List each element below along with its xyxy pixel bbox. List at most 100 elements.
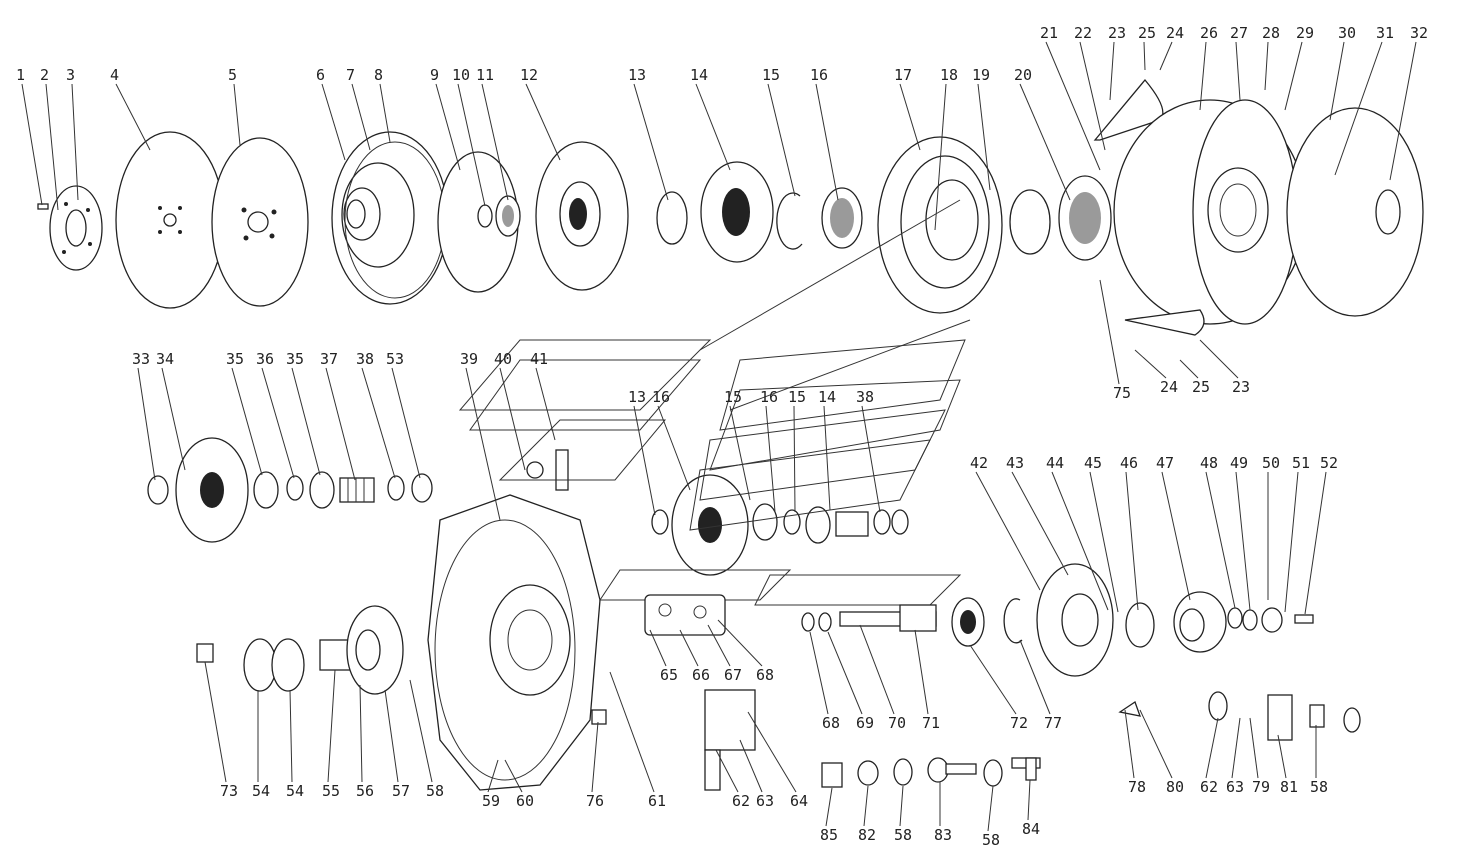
- leader-line: [1277, 734, 1287, 779]
- part-label: 82: [858, 826, 876, 844]
- part-17-18-housing: [877, 136, 1003, 314]
- leader-line: [504, 759, 523, 793]
- leader-line: [535, 367, 556, 441]
- part-label: 44: [1046, 454, 1064, 472]
- part-label: 35: [226, 350, 244, 368]
- part-32-gasket: [1286, 107, 1424, 317]
- part-label: 36: [256, 350, 274, 368]
- part-60-fitting: [591, 709, 607, 725]
- part-label: 2: [40, 66, 49, 84]
- part-84-elbow: [1011, 757, 1041, 781]
- part-label: 50: [1262, 454, 1280, 472]
- part-label: 34: [156, 350, 174, 368]
- part-label: 28: [1262, 24, 1280, 42]
- part-label: 51: [1292, 454, 1310, 472]
- part-69-70-shaft: [839, 604, 937, 632]
- leader-line: [695, 83, 731, 171]
- part-label: 75: [1113, 384, 1131, 402]
- part-47-flange: [1173, 591, 1227, 653]
- leader-line: [633, 83, 669, 201]
- leader-line: [289, 689, 293, 783]
- part-55-57-output-flange: [319, 605, 404, 695]
- part-label: 13: [628, 66, 646, 84]
- leader-line: [609, 671, 655, 793]
- part-label: 43: [1006, 454, 1024, 472]
- part-label: 45: [1084, 454, 1102, 472]
- part-37-roller: [339, 477, 375, 503]
- leader-line: [391, 367, 421, 479]
- leader-line: [481, 83, 509, 201]
- part-39-transmission-case: [427, 494, 601, 791]
- leader-line: [1019, 639, 1051, 715]
- leader-line: [1304, 471, 1327, 615]
- part-label: 48: [1200, 454, 1218, 472]
- part-label: 26: [1200, 24, 1218, 42]
- leader-line: [1235, 471, 1251, 611]
- part-label: 57: [392, 782, 410, 800]
- part-label: 17: [894, 66, 912, 84]
- leader-line: [1231, 717, 1241, 779]
- leader-line: [765, 405, 776, 513]
- part-12-turbine: [535, 141, 629, 291]
- part-label: 22: [1074, 24, 1092, 42]
- part-label: 63: [1226, 778, 1244, 796]
- part-label: 16: [760, 388, 778, 406]
- part-label: 49: [1230, 454, 1248, 472]
- leader-line: [1045, 41, 1101, 171]
- leader-line: [899, 785, 904, 827]
- leader-line: [863, 785, 869, 827]
- part-label: 58: [426, 782, 444, 800]
- leader-line: [137, 367, 156, 481]
- part-label: 46: [1120, 454, 1138, 472]
- part-label: 15: [788, 388, 806, 406]
- part-label: 16: [652, 388, 670, 406]
- part-label: 5: [228, 66, 237, 84]
- leader-line: [767, 83, 796, 197]
- part-19-ring: [1009, 189, 1051, 255]
- leader-line: [231, 367, 263, 476]
- part-label: 54: [252, 782, 270, 800]
- leader-line: [384, 689, 399, 783]
- leader-line: [823, 405, 831, 511]
- part-3-flange: [49, 185, 103, 271]
- leader-line: [1159, 41, 1173, 71]
- leader-line: [1019, 83, 1071, 201]
- part-label: 24: [1160, 378, 1178, 396]
- part-label: 62: [1200, 778, 1218, 796]
- leader-line: [21, 83, 43, 206]
- part-label: 21: [1040, 24, 1058, 42]
- part-34-gear: [175, 437, 249, 543]
- part-label: 64: [790, 792, 808, 810]
- part-label: 66: [692, 666, 710, 684]
- part-54-rings: [243, 638, 305, 692]
- leader-line: [633, 405, 656, 516]
- part-label: 32: [1410, 24, 1428, 42]
- part-1-bolt: [37, 203, 49, 210]
- part-label: 3: [66, 66, 75, 84]
- leader-line: [359, 684, 363, 783]
- part-label: 6: [316, 66, 325, 84]
- leader-line: [977, 83, 991, 191]
- leader-line: [987, 785, 994, 832]
- part-38-53-rings: [387, 473, 433, 503]
- part-58-ring-b: [983, 759, 1003, 787]
- part-label: 15: [724, 388, 742, 406]
- part-label: 20: [1014, 66, 1032, 84]
- part-83-banjo: [927, 757, 977, 783]
- part-label: 55: [322, 782, 340, 800]
- leader-line: [969, 644, 1017, 715]
- part-label: 12: [520, 66, 538, 84]
- part-15-snap-ring: [776, 192, 803, 250]
- part-33-ring: [147, 475, 169, 505]
- leader-line: [1139, 709, 1173, 779]
- part-label: 62: [732, 792, 750, 810]
- leader-line: [975, 471, 1041, 591]
- part-label: 59: [482, 792, 500, 810]
- part-label: 79: [1252, 778, 1270, 796]
- leader-line: [649, 629, 667, 667]
- part-label: 41: [530, 350, 548, 368]
- part-label: 71: [922, 714, 940, 732]
- part-label: 37: [320, 350, 338, 368]
- part-16-bearing: [821, 187, 863, 249]
- leader-line: [717, 619, 763, 667]
